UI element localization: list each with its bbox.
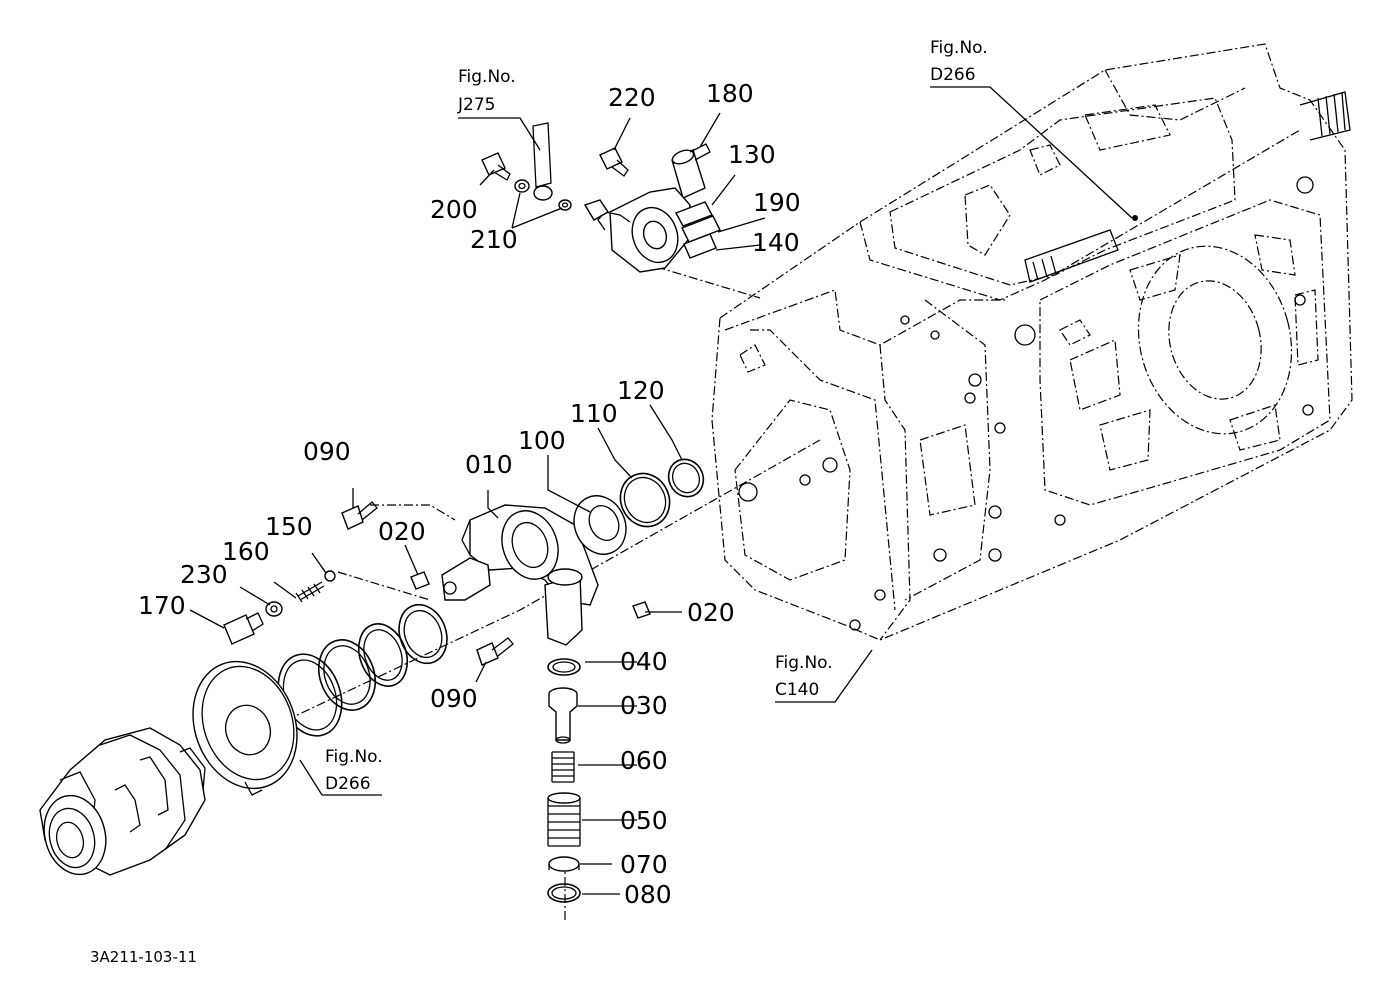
label-220: 220: [608, 83, 656, 112]
valve-housing: [441, 504, 599, 646]
label-010: 010: [465, 450, 513, 479]
figure-ref-j275: Fig.No. J275: [457, 67, 516, 115]
label-190: 190: [753, 188, 801, 217]
figure-ref-d266-top: Fig.No. D266: [930, 38, 988, 85]
svg-text:Fig.No.: Fig.No.: [930, 38, 988, 58]
label-040: 040: [620, 647, 668, 676]
svg-text:D266: D266: [930, 65, 976, 85]
label-170: 170: [138, 591, 186, 620]
part-labels: 010 020 020 030 040 050 060 070 080 090 …: [138, 79, 801, 909]
assembly-centerlines: [239, 261, 821, 920]
leader-lines: [189, 86, 1133, 895]
figure-ref-c140: Fig.No. C140: [775, 653, 833, 700]
svg-text:Fig.No.: Fig.No.: [775, 653, 833, 673]
label-100: 100: [518, 426, 566, 455]
label-020-left: 020: [378, 517, 426, 546]
label-090-lower: 090: [430, 684, 478, 713]
label-030: 030: [620, 691, 668, 720]
label-130: 130: [728, 140, 776, 169]
label-230: 230: [180, 560, 228, 589]
label-020-right: 020: [687, 598, 735, 627]
svg-text:C140: C140: [775, 680, 819, 700]
label-060: 060: [620, 746, 668, 775]
drawing-code: 3A211-103-11: [90, 948, 197, 966]
svg-text:Fig.No.: Fig.No.: [325, 747, 383, 767]
label-050: 050: [620, 806, 668, 835]
label-200: 200: [430, 195, 478, 224]
label-070: 070: [620, 850, 668, 879]
small-parts: [223, 501, 651, 666]
seal-rings: [573, 458, 705, 555]
label-090-upper: 090: [303, 437, 351, 466]
svg-text:D266: D266: [325, 774, 371, 794]
top-valve-assembly: [481, 122, 721, 273]
label-120: 120: [617, 376, 665, 405]
label-180: 180: [706, 79, 754, 108]
piston-disc: [192, 660, 298, 796]
figure-ref-d266-bottom: Fig.No. D266: [325, 747, 383, 794]
label-080: 080: [624, 880, 672, 909]
label-140: 140: [752, 228, 800, 257]
clutch-hub: [39, 727, 206, 876]
svg-text:J275: J275: [457, 95, 495, 115]
label-210: 210: [470, 225, 518, 254]
transmission-case: [711, 43, 1353, 641]
svg-text:Fig.No.: Fig.No.: [458, 67, 516, 87]
figure-references: Fig.No. J275 Fig.No. D266 Fig.No. C140 F…: [325, 38, 988, 794]
label-110: 110: [570, 399, 618, 428]
valve-stack: [547, 658, 581, 903]
label-150: 150: [265, 512, 313, 541]
label-160: 160: [222, 537, 270, 566]
